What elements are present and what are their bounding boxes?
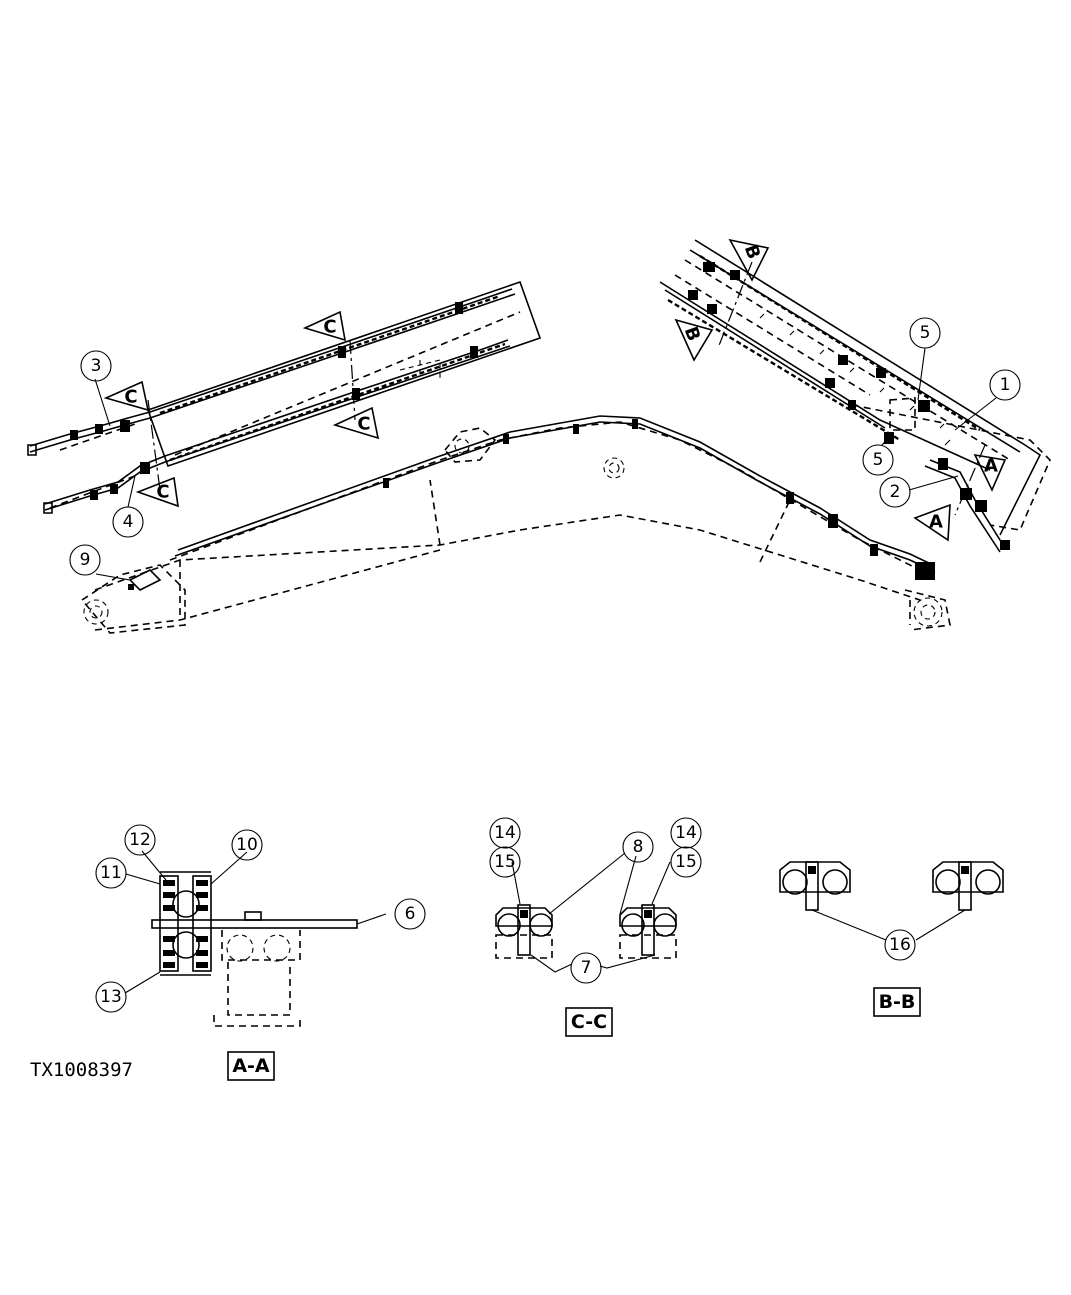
svg-text:15: 15 — [675, 852, 697, 872]
svg-text:C: C — [323, 317, 336, 338]
svg-text:3: 3 — [91, 356, 102, 376]
section-label-c-c: C-C — [565, 1007, 613, 1037]
section-arrow-b-lower: B — [674, 318, 714, 362]
svg-text:9: 9 — [80, 550, 91, 570]
callout-15-left: 15 — [489, 846, 521, 878]
callout-1: 1 — [989, 369, 1021, 401]
svg-text:A: A — [984, 456, 998, 477]
section-arrow-a-lower: A — [913, 503, 951, 542]
section-c-c-view — [495, 904, 677, 959]
svg-text:B: B — [680, 324, 704, 344]
svg-text:13: 13 — [100, 987, 122, 1007]
callout-14-left: 14 — [489, 817, 521, 849]
svg-text:14: 14 — [675, 823, 697, 843]
svg-text:7: 7 — [581, 958, 592, 978]
arm-assembly — [27, 280, 542, 514]
section-arrow-c-lower-right: C — [332, 406, 380, 440]
callout-8: 8 — [622, 831, 654, 863]
callout-10: 10 — [231, 829, 263, 861]
svg-text:A: A — [929, 512, 943, 533]
svg-text:1: 1 — [1000, 375, 1011, 395]
svg-text:B-B: B-B — [879, 991, 916, 1013]
svg-text:4: 4 — [123, 512, 134, 532]
svg-text:6: 6 — [405, 904, 416, 924]
svg-text:11: 11 — [100, 863, 122, 883]
callout-3: 3 — [80, 350, 112, 382]
svg-text:C: C — [124, 387, 137, 408]
callout-12: 12 — [124, 824, 156, 856]
leader-lines — [94, 347, 997, 994]
section-b-b-view — [779, 861, 1004, 911]
svg-text:12: 12 — [129, 830, 151, 850]
section-arrow-c-upper-right: C — [302, 310, 347, 342]
callout-6: 6 — [394, 898, 426, 930]
svg-text:15: 15 — [494, 852, 516, 872]
callout-2: 2 — [879, 476, 911, 508]
callout-14-right: 14 — [670, 817, 702, 849]
callout-9: 9 — [69, 544, 101, 576]
callout-5-lower: 5 — [862, 444, 894, 476]
section-arrow-c-upper-left: C — [103, 380, 150, 412]
boom-upper-assembly — [659, 239, 1051, 553]
svg-text:5: 5 — [920, 323, 931, 343]
callout-15-right: 15 — [670, 846, 702, 878]
callout-11: 11 — [95, 857, 127, 889]
section-a-a-view — [151, 871, 358, 1027]
svg-text:C: C — [357, 414, 370, 435]
callout-16: 16 — [884, 929, 916, 961]
section-arrow-c-lower-left: C — [135, 476, 179, 508]
svg-text:A-A: A-A — [232, 1055, 270, 1077]
svg-text:C: C — [156, 482, 169, 503]
section-arrow-b-upper: B — [728, 238, 770, 282]
figure-id: TX1008397 — [30, 1059, 133, 1081]
svg-text:10: 10 — [236, 835, 258, 855]
svg-text:C-C: C-C — [571, 1011, 607, 1033]
callout-13: 13 — [95, 981, 127, 1013]
section-label-a-a: A-A — [227, 1051, 275, 1081]
callout-4: 4 — [112, 506, 144, 538]
callout-5-upper: 5 — [909, 317, 941, 349]
svg-text:5: 5 — [873, 450, 884, 470]
svg-text:8: 8 — [633, 837, 644, 857]
svg-text:B: B — [740, 242, 764, 262]
section-arrow-a-upper: A — [973, 453, 1007, 492]
callout-7: 7 — [570, 952, 602, 984]
svg-text:2: 2 — [890, 482, 901, 502]
section-label-b-b: B-B — [873, 987, 921, 1017]
svg-text:16: 16 — [889, 935, 911, 955]
boom-assembly — [80, 415, 951, 634]
svg-text:14: 14 — [494, 823, 516, 843]
